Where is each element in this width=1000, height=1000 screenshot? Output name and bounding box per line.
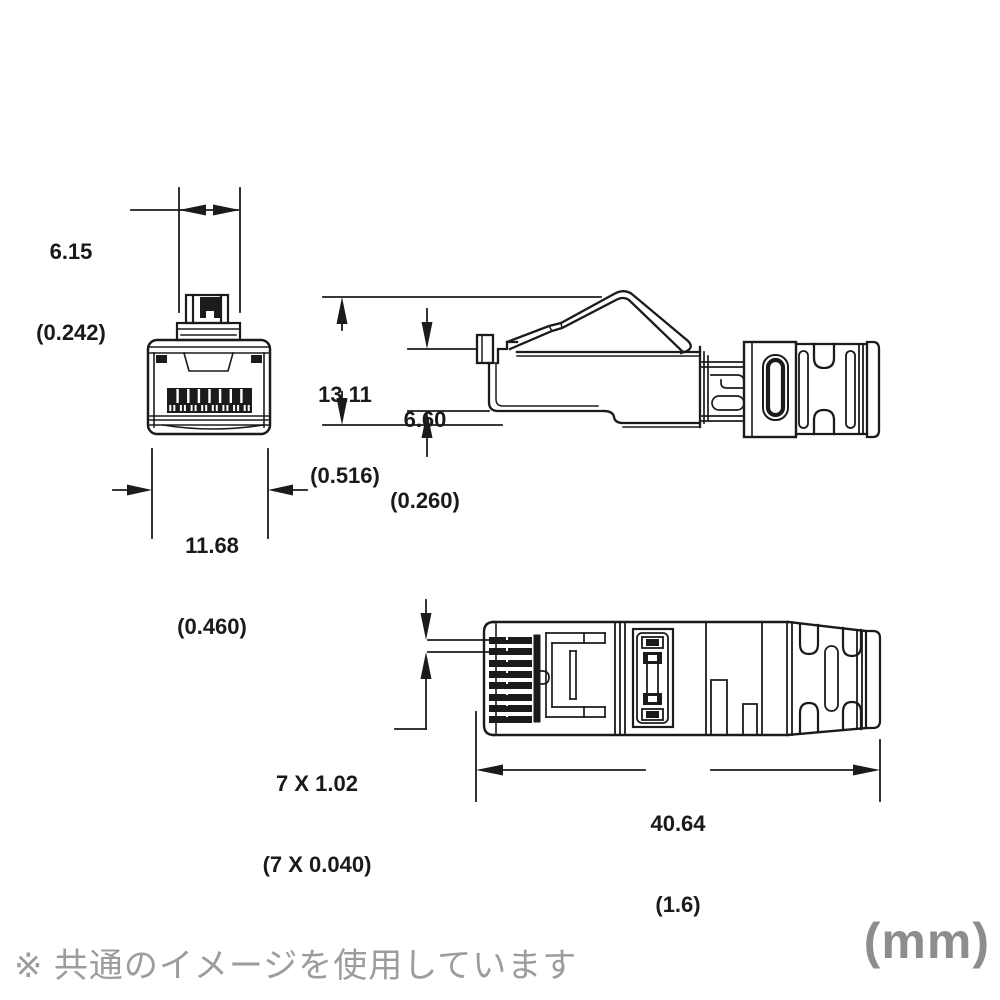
dim-label-latch-width: 6.15 (0.242) xyxy=(18,184,124,400)
side-boot-block xyxy=(742,340,798,439)
dim-latch-width-mm: 6.15 xyxy=(49,239,93,264)
side-body xyxy=(496,340,702,429)
dim-overall-height-mm: 13.11 xyxy=(318,382,372,407)
unit-mm-label: (mm) xyxy=(863,913,990,969)
side-boot-flex xyxy=(794,340,881,439)
dim-label-body-height: 6.60 (0.260) xyxy=(381,352,469,568)
top-center-block xyxy=(631,627,675,729)
top-contact-strips xyxy=(489,634,541,726)
dim-latch-width-inch: (0.242) xyxy=(36,320,106,345)
dim-overall-length-lines xyxy=(475,711,881,802)
dim-overall-length-inch: (1.6) xyxy=(655,892,701,917)
dim-overall-height-inch: (0.516) xyxy=(310,463,380,488)
dim-contact-pitch-inch: (7 X 0.040) xyxy=(262,852,372,877)
dim-contact-pitch-lines xyxy=(394,599,491,730)
side-view xyxy=(322,290,881,457)
dim-latch-width-lines xyxy=(130,187,241,313)
dim-label-body-width: 11.68 (0.460) xyxy=(160,478,264,694)
front-latch-tab xyxy=(184,293,230,325)
top-boot-flex xyxy=(798,622,882,735)
dim-body-height-lines xyxy=(407,308,490,457)
dim-overall-length-mm: 40.64 xyxy=(650,811,706,836)
dim-overall-height-lines xyxy=(322,296,602,426)
front-body xyxy=(146,338,272,436)
dim-body-height-mm: 6.60 xyxy=(403,407,447,432)
dim-contact-pitch-mm: 7 X 1.02 xyxy=(276,771,358,796)
side-rear-detail xyxy=(701,351,745,424)
side-latch-arm xyxy=(505,290,692,355)
top-loadbar xyxy=(537,632,606,718)
dim-label-contact-pitch: 7 X 1.02 (7 X 0.040) xyxy=(242,716,392,932)
top-outline xyxy=(482,620,868,737)
top-separator xyxy=(614,621,626,736)
dim-body-width-mm: 11.68 xyxy=(185,533,239,558)
front-latch-collar xyxy=(175,321,242,342)
front-contact-strip xyxy=(167,388,252,413)
dim-body-width-inch: (0.460) xyxy=(177,614,247,639)
dim-body-height-inch: (0.260) xyxy=(390,488,460,513)
top-view xyxy=(394,599,882,802)
dim-label-overall-length: 40.64 (1.6) xyxy=(628,756,728,972)
dim-label-overall-height: 13.11 (0.516) xyxy=(300,327,390,543)
side-plug-front xyxy=(475,333,606,413)
top-rear-slots xyxy=(705,621,793,736)
front-view xyxy=(112,187,308,539)
dim-body-width-lines xyxy=(112,448,308,539)
common-image-footnote: ※ 共通のイメージを使用しています xyxy=(14,947,578,985)
